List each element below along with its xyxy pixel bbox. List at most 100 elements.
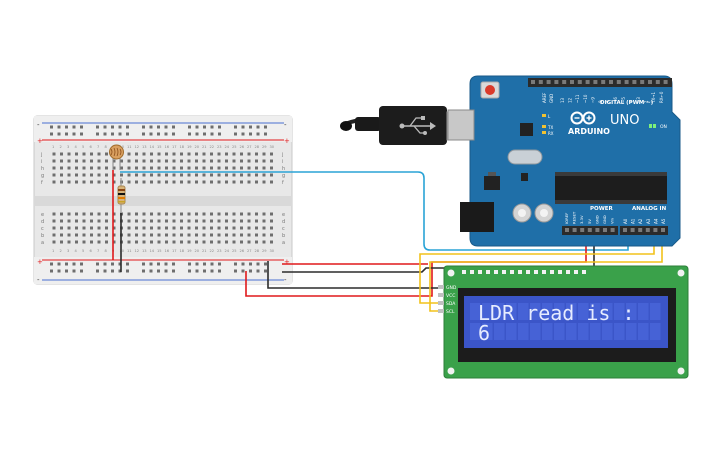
breadboard-hole[interactable]: [270, 233, 273, 237]
digital-header[interactable]: [528, 78, 672, 87]
breadboard-hole[interactable]: [210, 166, 213, 170]
breadboard-hole[interactable]: [202, 212, 206, 216]
breadboard-hole[interactable]: [195, 180, 198, 184]
breadboard-hole[interactable]: [234, 132, 237, 136]
breadboard-hole[interactable]: [80, 132, 83, 136]
breadboard-hole[interactable]: [50, 262, 53, 266]
breadboard-hole[interactable]: [165, 159, 168, 163]
breadboard-hole[interactable]: [262, 233, 266, 237]
breadboard-hole[interactable]: [127, 152, 131, 156]
breadboard-hole[interactable]: [232, 152, 236, 156]
breadboard-hole[interactable]: [210, 212, 213, 216]
breadboard-hole[interactable]: [187, 226, 191, 230]
breadboard-hole[interactable]: [97, 180, 101, 184]
breadboard-hole[interactable]: [112, 166, 116, 170]
header-pin[interactable]: [640, 80, 645, 84]
breadboard-hole[interactable]: [188, 132, 191, 136]
breadboard-hole[interactable]: [210, 173, 213, 177]
breadboard-hole[interactable]: [127, 226, 131, 230]
breadboard-hole[interactable]: [240, 219, 243, 223]
breadboard-hole[interactable]: [75, 180, 78, 184]
breadboard-hole[interactable]: [195, 166, 198, 170]
breadboard-hole[interactable]: [225, 159, 228, 163]
breadboard-hole[interactable]: [195, 152, 198, 156]
lcd-pin[interactable]: [438, 309, 444, 313]
header-pin[interactable]: [565, 228, 569, 232]
breadboard-hole[interactable]: [150, 226, 153, 230]
breadboard-hole[interactable]: [255, 166, 258, 170]
breadboard-hole[interactable]: [82, 240, 86, 244]
breadboard-hole[interactable]: [249, 132, 252, 136]
breadboard-hole[interactable]: [57, 132, 61, 136]
breadboard-hole[interactable]: [165, 219, 168, 223]
breadboard-hole[interactable]: [270, 240, 273, 244]
breadboard-hole[interactable]: [112, 159, 116, 163]
breadboard-hole[interactable]: [142, 233, 146, 237]
breadboard-hole[interactable]: [217, 212, 221, 216]
header-pin[interactable]: [661, 228, 665, 232]
breadboard-hole[interactable]: [165, 180, 168, 184]
breadboard-hole[interactable]: [97, 219, 101, 223]
breadboard-hole[interactable]: [67, 180, 71, 184]
breadboard-hole[interactable]: [150, 173, 153, 177]
breadboard-hole[interactable]: [202, 152, 206, 156]
breadboard-hole[interactable]: [150, 152, 153, 156]
breadboard-hole[interactable]: [142, 212, 146, 216]
breadboard-hole[interactable]: [149, 262, 153, 266]
breadboard-hole[interactable]: [82, 152, 86, 156]
breadboard-hole[interactable]: [262, 173, 266, 177]
breadboard-hole[interactable]: [225, 240, 228, 244]
breadboard-hole[interactable]: [105, 173, 108, 177]
breadboard-hole[interactable]: [270, 212, 273, 216]
breadboard-hole[interactable]: [80, 269, 83, 273]
breadboard-hole[interactable]: [120, 159, 123, 163]
header-pin[interactable]: [585, 80, 590, 84]
breadboard-hole[interactable]: [135, 152, 138, 156]
breadboard-hole[interactable]: [65, 125, 68, 129]
breadboard-hole[interactable]: [127, 233, 131, 237]
breadboard-hole[interactable]: [217, 180, 221, 184]
breadboard-hole[interactable]: [57, 269, 61, 273]
breadboard-hole[interactable]: [165, 173, 168, 177]
breadboard-hole[interactable]: [255, 219, 258, 223]
breadboard-hole[interactable]: [225, 233, 228, 237]
breadboard-hole[interactable]: [232, 180, 236, 184]
breadboard-hole[interactable]: [202, 159, 206, 163]
header-pin[interactable]: [609, 80, 613, 84]
breadboard-hole[interactable]: [127, 212, 131, 216]
breadboard-hole[interactable]: [67, 159, 71, 163]
breadboard-hole[interactable]: [217, 173, 221, 177]
breadboard-hole[interactable]: [232, 219, 236, 223]
breadboard-hole[interactable]: [180, 233, 183, 237]
breadboard-hole[interactable]: [60, 233, 63, 237]
breadboard-hole[interactable]: [262, 219, 266, 223]
breadboard-hole[interactable]: [97, 240, 101, 244]
sda-wire[interactable]: [419, 232, 655, 304]
breadboard-hole[interactable]: [97, 166, 101, 170]
breadboard-hole[interactable]: [150, 166, 153, 170]
breadboard-hole[interactable]: [105, 219, 108, 223]
breadboard-hole[interactable]: [150, 159, 153, 163]
breadboard-hole[interactable]: [105, 166, 108, 170]
breadboard-hole[interactable]: [256, 132, 260, 136]
breadboard-hole[interactable]: [127, 166, 131, 170]
breadboard-hole[interactable]: [82, 159, 86, 163]
breadboard-hole[interactable]: [210, 180, 213, 184]
breadboard-hole[interactable]: [203, 262, 206, 266]
breadboard-hole[interactable]: [217, 152, 221, 156]
breadboard-hole[interactable]: [60, 180, 63, 184]
breadboard-hole[interactable]: [247, 226, 251, 230]
header-pin[interactable]: [632, 80, 637, 84]
breadboard-hole[interactable]: [264, 269, 267, 273]
breadboard-hole[interactable]: [164, 125, 168, 129]
breadboard-hole[interactable]: [60, 159, 63, 163]
breadboard-hole[interactable]: [172, 152, 176, 156]
header-pin[interactable]: [554, 80, 559, 84]
breadboard-hole[interactable]: [60, 212, 63, 216]
breadboard-hole[interactable]: [75, 240, 78, 244]
breadboard-hole[interactable]: [210, 132, 214, 136]
resistor[interactable]: [117, 178, 126, 213]
ground-wire[interactable]: [267, 261, 438, 289]
breadboard-hole[interactable]: [187, 173, 191, 177]
breadboard-hole[interactable]: [65, 269, 68, 273]
